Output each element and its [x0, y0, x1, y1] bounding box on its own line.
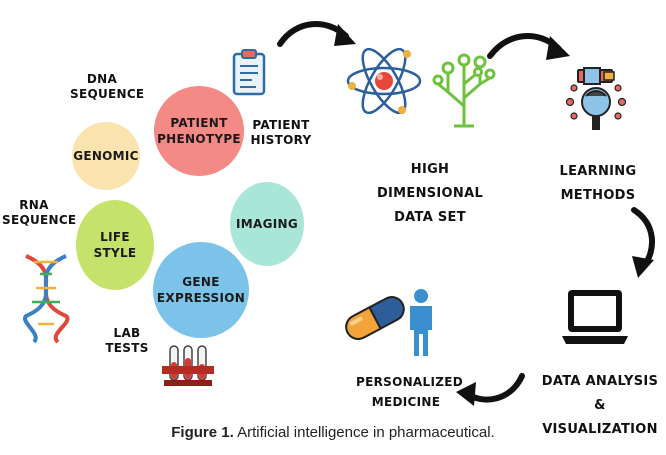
patient-phenotype-circle: PATIENT PHENOTYPE — [154, 86, 244, 176]
caption-text: Artificial intelligence in pharmaceutica… — [233, 424, 495, 441]
person-icon — [410, 289, 432, 356]
learning-methods-label: LEARNING METHODS — [548, 160, 648, 208]
lab-tests-label: LAB TESTS — [105, 326, 149, 356]
patient-history-line2: HISTORY — [250, 133, 312, 147]
patient-phenotype-line1: PATIENT — [170, 116, 228, 130]
gene-expression-line1: GENE — [182, 275, 220, 289]
personalized-medicine-label: PERSONALIZED MEDICINE — [356, 372, 463, 412]
laptop-icon — [562, 290, 628, 344]
life-style-circle: LIFE STYLE — [76, 200, 154, 290]
pill-capsule-icon — [345, 296, 405, 340]
patient-history-label: PATIENT HISTORY — [248, 118, 314, 148]
caption-bold: Figure 1. — [171, 424, 234, 441]
figure-caption: Figure 1. Artificial intelligence in pha… — [0, 424, 666, 441]
scholar-icon — [565, 67, 627, 130]
gene-expression-circle: GENE EXPRESSION — [153, 242, 249, 338]
curved-arrow-icon — [487, 33, 570, 60]
dna-sequence-label: DNA SEQUENCE — [70, 72, 145, 102]
high-dimensional-line2: DATA SET — [394, 210, 466, 225]
high-dimensional-label: HIGH DIMENSIONAL DATA SET — [364, 158, 496, 230]
life-style-line1: LIFE — [100, 230, 130, 244]
data-analysis-label: DATA ANALYSIS & VISUALIZATION — [536, 370, 664, 442]
gene-expression-line2: EXPRESSION — [156, 291, 246, 305]
dna-label-line2: SEQUENCE — [70, 87, 145, 101]
dna-helix-icon — [22, 254, 70, 344]
life-style-line2: STYLE — [93, 246, 137, 260]
test-tubes-icon — [162, 345, 214, 386]
personalized-line1: PERSONALIZED — [356, 375, 463, 389]
curved-arrow-icon — [631, 207, 656, 278]
high-dimensional-line1: HIGH DIMENSIONAL — [376, 162, 484, 201]
learning-methods-line1: LEARNING — [559, 164, 637, 179]
lab-tests-line2: TESTS — [105, 341, 149, 355]
patient-history-line1: PATIENT — [252, 118, 310, 132]
personalized-line2: MEDICINE — [371, 395, 441, 409]
curved-arrow-icon — [277, 21, 356, 47]
circuit-tree-icon — [432, 53, 496, 128]
rna-label-line1: RNA — [19, 198, 49, 212]
atom-icon — [346, 47, 422, 115]
imaging-circle: IMAGING — [230, 182, 304, 266]
dna-label-line1: DNA — [86, 72, 118, 86]
genomic-line1: GENOMIC — [73, 149, 139, 163]
rna-label-line2: SEQUENCE — [2, 213, 77, 227]
patient-phenotype-line2: PHENOTYPE — [157, 132, 241, 146]
data-analysis-line2: VISUALIZATION — [542, 422, 658, 437]
curved-arrow-icon — [456, 373, 525, 406]
imaging-line1: IMAGING — [235, 217, 298, 231]
learning-methods-line2: METHODS — [560, 188, 636, 203]
clipboard-icon — [232, 49, 266, 96]
genomic-circle: GENOMIC — [72, 122, 140, 190]
rna-sequence-label: RNA SEQUENCE — [2, 198, 77, 228]
lab-tests-line1: LAB — [113, 326, 141, 340]
data-analysis-line1: DATA ANALYSIS & — [541, 374, 659, 413]
